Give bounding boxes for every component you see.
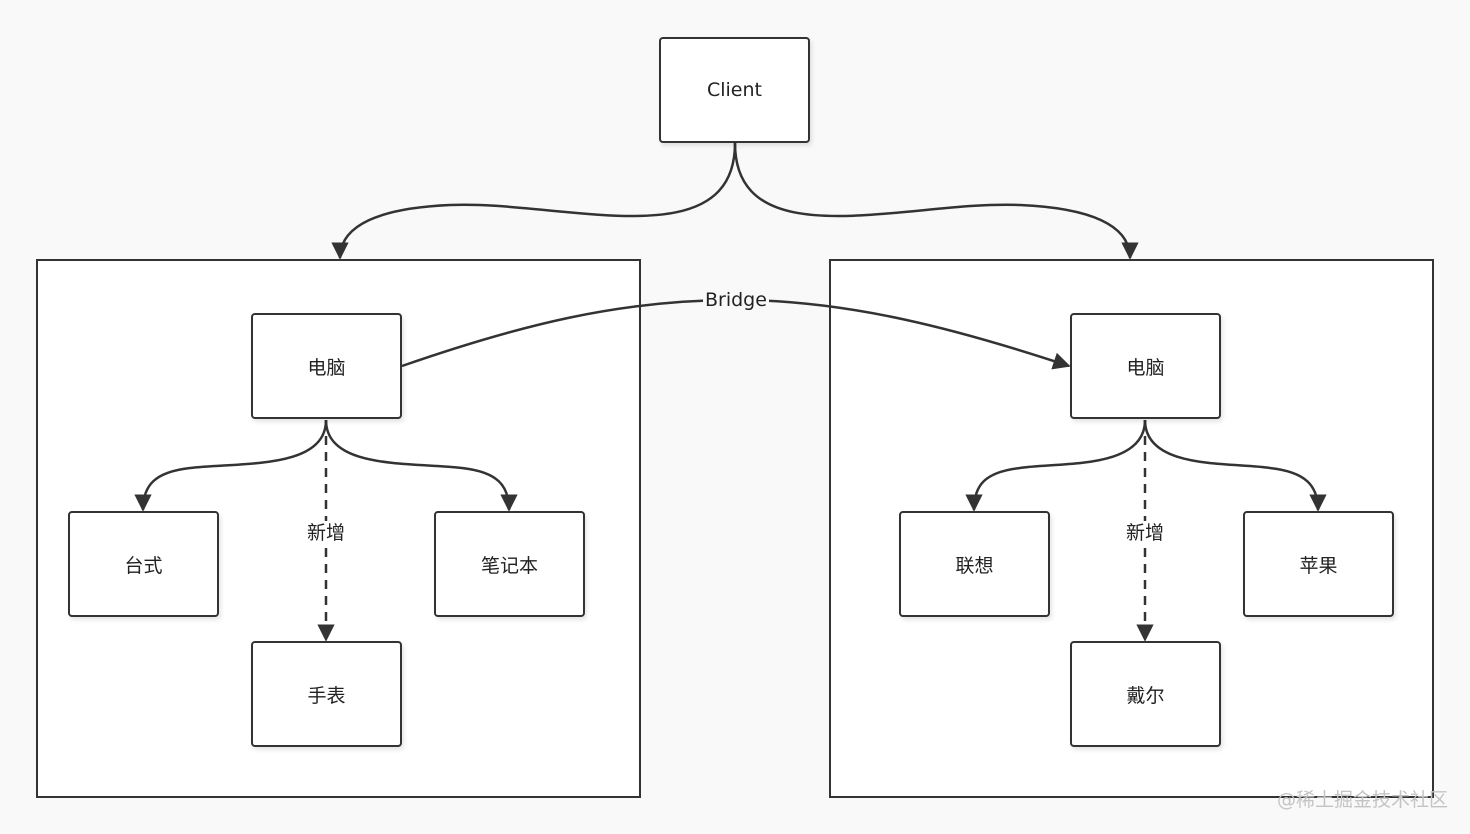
watermark: @稀土掘金技术社区 [1276,789,1448,811]
right-child-node-1[interactable]: 联想 [899,511,1050,617]
left-child-label-2: 笔记本 [480,554,538,577]
edge-client-to-left-group [331,142,737,260]
left-child-label-1: 台式 [124,554,163,577]
left-new-edge-label: 新增 [305,521,348,545]
right-new-child-label: 戴尔 [1126,684,1165,707]
right-root-label: 电脑 [1126,356,1165,379]
edge-right-root-to-child-2 [1143,419,1327,512]
right-child-node-2[interactable]: 苹果 [1243,511,1394,617]
right-child-label-2: 苹果 [1299,554,1338,577]
bridge-label: Bridge [703,288,769,312]
left-new-child-node[interactable]: 手表 [251,641,402,747]
right-new-child-node[interactable]: 戴尔 [1070,641,1221,747]
client-node[interactable]: Client [659,37,810,143]
right-root-node[interactable]: 电脑 [1070,313,1221,419]
left-child-node-1[interactable]: 台式 [68,511,219,617]
edge-left-root-to-child-2 [324,419,518,512]
left-new-child-label: 手表 [307,684,346,707]
right-new-edge-label: 新增 [1124,521,1167,545]
left-child-node-2[interactable]: 笔记本 [434,511,585,617]
client-node-label: Client [706,79,762,101]
edge-client-to-right-group [733,142,1139,260]
edge-right-root-to-child-1 [965,419,1147,512]
edge-left-root-to-child-1 [134,419,328,512]
left-root-node[interactable]: 电脑 [251,313,402,419]
left-root-label: 电脑 [307,356,346,379]
right-child-label-1: 联想 [955,554,994,577]
